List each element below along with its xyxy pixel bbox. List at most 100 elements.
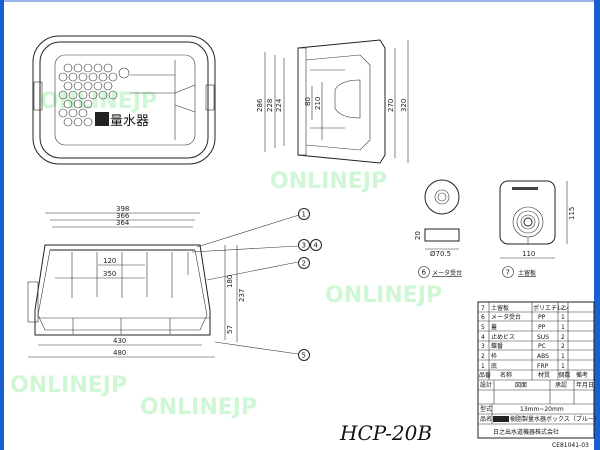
svg-text:PP: PP bbox=[538, 314, 546, 321]
watermark: ONLINEJP bbox=[325, 283, 442, 308]
svg-text:2: 2 bbox=[561, 334, 565, 341]
front-view bbox=[27, 212, 238, 358]
svg-text:4: 4 bbox=[314, 242, 319, 250]
part6-label: メータ受台 bbox=[432, 269, 462, 277]
dim-210: 210 bbox=[314, 97, 322, 110]
side-view bbox=[264, 39, 409, 164]
svg-text:蓋: 蓋 bbox=[491, 323, 497, 331]
svg-text:品番: 品番 bbox=[479, 372, 491, 379]
table-row: 4 止めビス SUS 2 bbox=[481, 333, 565, 341]
svg-text:底: 底 bbox=[491, 362, 497, 370]
svg-text:1: 1 bbox=[302, 211, 306, 219]
svg-text:止めビス: 止めビス bbox=[491, 333, 515, 341]
svg-text:材質: 材質 bbox=[538, 371, 550, 379]
svg-text:ABS: ABS bbox=[537, 353, 549, 360]
dim-364: 364 bbox=[116, 219, 130, 227]
part6-dim-diameter: Ø70.5 bbox=[430, 250, 451, 258]
dim-398: 398 bbox=[116, 205, 129, 213]
top-frame-edge bbox=[4, 0, 594, 2]
dim-80: 80 bbox=[304, 97, 312, 106]
dim-180: 180 bbox=[226, 275, 234, 288]
balloon-4: 4 bbox=[310, 239, 322, 251]
svg-text:PC: PC bbox=[538, 343, 546, 350]
lid-top-view: 量水器 bbox=[32, 35, 216, 165]
watermark: ONLINEJP bbox=[140, 395, 257, 420]
dim-320: 320 bbox=[400, 99, 408, 112]
table-sign-row: 設計 図面 承認 年月日 bbox=[480, 381, 594, 389]
svg-text:蝶番: 蝶番 bbox=[491, 342, 503, 350]
part7-retaining-plate bbox=[499, 180, 568, 278]
part6-number: 6 bbox=[422, 269, 427, 277]
svg-text:SUS: SUS bbox=[537, 334, 549, 341]
balloon-5: 5 bbox=[298, 349, 310, 361]
svg-text:承認: 承認 bbox=[555, 381, 567, 389]
dim-224: 224 bbox=[275, 98, 283, 112]
svg-text:図面: 図面 bbox=[515, 382, 527, 389]
svg-text:年月日: 年月日 bbox=[576, 381, 594, 389]
parts-table bbox=[477, 301, 595, 439]
svg-text:4: 4 bbox=[481, 334, 485, 341]
svg-text:ポリエチレン: ポリエチレン bbox=[533, 304, 569, 312]
part7-number: 7 bbox=[506, 269, 510, 277]
lid-logo-text: 量水器 bbox=[110, 114, 149, 129]
watermark: ONLINEJP bbox=[10, 373, 127, 398]
part7-label: 土留板 bbox=[518, 269, 536, 277]
dim-366: 366 bbox=[116, 212, 130, 220]
model-label: 型式 bbox=[480, 405, 492, 413]
part7-dim-height: 115 bbox=[568, 207, 576, 220]
svg-text:備考: 備考 bbox=[576, 371, 588, 379]
dim-286: 286 bbox=[256, 98, 264, 112]
svg-text:1: 1 bbox=[561, 353, 565, 360]
svg-text:枠: 枠 bbox=[491, 352, 497, 360]
model-value: 13mm~20mm bbox=[520, 406, 564, 413]
svg-text:5: 5 bbox=[481, 324, 485, 331]
dim-480: 480 bbox=[113, 349, 126, 357]
svg-text:1: 1 bbox=[481, 363, 485, 370]
svg-text:2: 2 bbox=[481, 353, 485, 360]
dim-57: 57 bbox=[226, 325, 234, 334]
svg-text:6: 6 bbox=[481, 314, 485, 321]
dim-270: 270 bbox=[387, 99, 395, 112]
dim-350: 350 bbox=[103, 270, 116, 278]
dim-228: 228 bbox=[266, 99, 274, 112]
svg-text:個数: 個数 bbox=[559, 371, 571, 379]
part6-dim-height: 20 bbox=[414, 231, 422, 240]
svg-text:2: 2 bbox=[302, 260, 306, 268]
svg-text:メータ受台: メータ受台 bbox=[491, 313, 521, 321]
balloon-3: 3 bbox=[298, 239, 310, 251]
svg-text:設計: 設計 bbox=[480, 381, 492, 389]
left-frame-edge bbox=[0, 0, 4, 450]
right-frame-edge bbox=[594, 0, 600, 450]
product-value: 樹脂製量水器ボックス（ブルー） bbox=[510, 415, 600, 423]
table-row: 6 メータ受台 PP 1 bbox=[481, 313, 565, 321]
dim-120: 120 bbox=[103, 257, 116, 265]
watermark: ONLINEJP bbox=[270, 169, 387, 194]
svg-text:土留板: 土留板 bbox=[491, 304, 509, 312]
part7-dim-width: 110 bbox=[522, 250, 535, 258]
leader-lines bbox=[191, 214, 300, 355]
drawing-code: CE81041-03 bbox=[552, 442, 589, 449]
svg-text:FRP: FRP bbox=[537, 363, 549, 370]
svg-text:3: 3 bbox=[302, 242, 306, 250]
svg-text:1: 1 bbox=[561, 314, 565, 321]
svg-text:名称: 名称 bbox=[500, 371, 512, 379]
company-name: 日之出水道機器株式会社 bbox=[493, 428, 559, 436]
handwritten-model-number: HCP-20B bbox=[339, 421, 432, 445]
part6-meter-stand bbox=[418, 179, 460, 278]
svg-text:1: 1 bbox=[561, 363, 565, 370]
dim-430: 430 bbox=[113, 337, 126, 345]
svg-text:2: 2 bbox=[561, 305, 565, 312]
svg-text:7: 7 bbox=[481, 305, 485, 312]
table-header-row: 品番 名称 材質 個数 備考 bbox=[479, 371, 588, 379]
dim-237: 237 bbox=[238, 289, 246, 302]
svg-text:PP: PP bbox=[538, 324, 546, 331]
balloon-2: 2 bbox=[298, 257, 310, 269]
svg-text:2: 2 bbox=[561, 343, 565, 350]
